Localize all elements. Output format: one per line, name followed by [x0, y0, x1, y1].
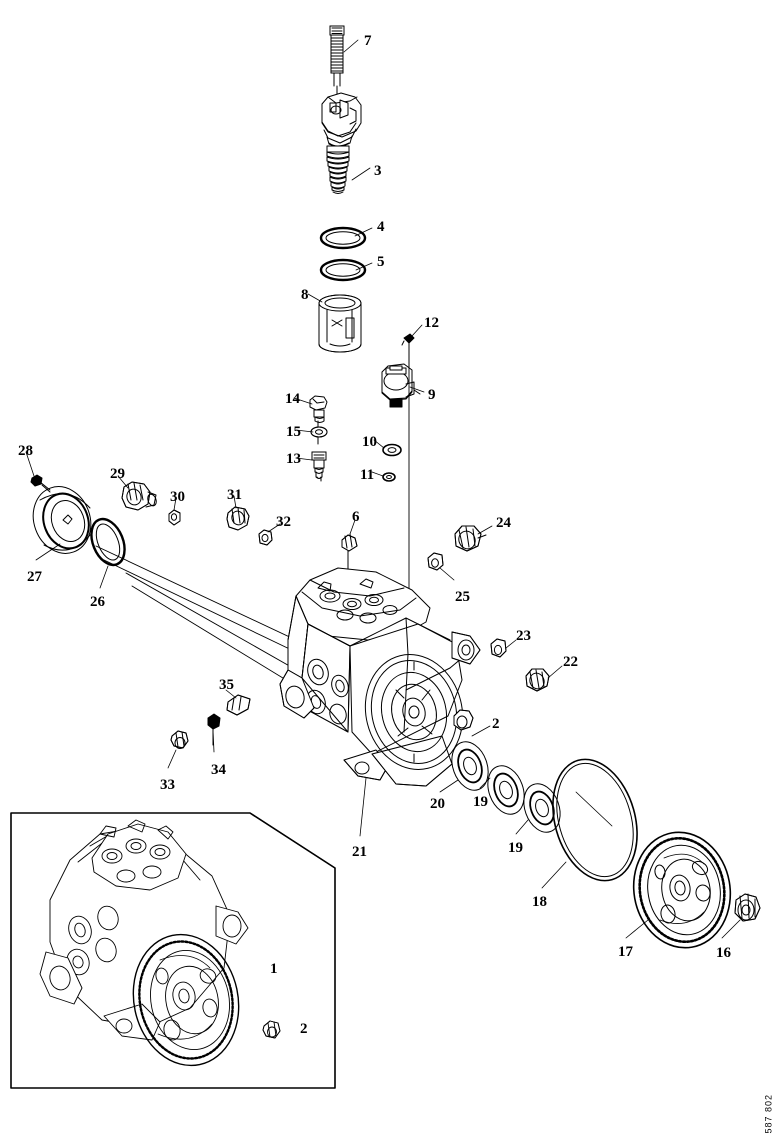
part-17-drive-gear [632, 831, 732, 949]
callout-8: 8 [301, 287, 309, 303]
part-30-washer [168, 509, 181, 526]
callout-17: 17 [618, 944, 633, 960]
part-19-shim-washer-a [487, 765, 525, 815]
callout-3: 3 [374, 163, 382, 179]
part-32-gasket-ring [258, 529, 273, 546]
callout-11: 11 [360, 467, 375, 483]
part-11-washer-seal [382, 472, 396, 482]
callout-2-inset: 2 [300, 1021, 308, 1037]
part-8-plunger-sleeve [318, 294, 362, 353]
diagram-artwork [10, 25, 761, 1089]
part-12-retaining-pin [401, 333, 415, 362]
part-2-hex-nut [453, 709, 474, 731]
part-29-coupling-nut [121, 481, 157, 511]
parts-diagram-sheet: 7 3 4 5 8 12 9 14 15 13 10 11 28 29 30 3… [10, 25, 774, 1134]
callout-30: 30 [170, 489, 185, 505]
callout-13: 13 [286, 451, 301, 467]
callout-28: 28 [18, 443, 33, 459]
part-31-union-fitting [226, 506, 250, 531]
part-15-sealing-washer [310, 426, 328, 445]
part-6-delivery-valve-holder [341, 533, 358, 574]
callout-5: 5 [377, 254, 385, 270]
part-13-overflow-valve [311, 451, 327, 482]
part-24-banjo-fitting [454, 525, 487, 552]
part-23-seal-washer [490, 638, 507, 658]
callout-23: 23 [516, 628, 531, 644]
part-26-retaining-ring [90, 517, 126, 567]
callout-35: 35 [219, 677, 234, 693]
callout-27: 27 [27, 569, 42, 585]
part-9-solenoid-housing [381, 360, 421, 408]
callout-20: 20 [430, 796, 445, 812]
inset-assembled-pump [10, 812, 336, 1089]
part-10-washer-seal [382, 443, 402, 457]
callout-10: 10 [362, 434, 377, 450]
callout-18: 18 [532, 894, 547, 910]
part-22-union-bolt [525, 668, 550, 692]
callout-2: 2 [492, 716, 500, 732]
callout-6: 6 [352, 509, 360, 525]
callout-22: 22 [563, 654, 578, 670]
callout-9: 9 [428, 387, 436, 403]
callout-1: 1 [270, 961, 278, 977]
callout-19-b: 19 [508, 840, 523, 856]
callout-29: 29 [110, 466, 125, 482]
callout-34: 34 [211, 762, 226, 778]
callout-16: 16 [716, 945, 731, 961]
part-7-shaft-bolt [329, 25, 345, 101]
part-4-o-ring [319, 226, 367, 250]
callout-24: 24 [496, 515, 511, 531]
part-5-o-ring [319, 258, 367, 282]
part-25-gasket-ring [427, 552, 444, 571]
part-33-lock-nut [170, 730, 189, 749]
part-3-governor-head [321, 92, 362, 194]
callout-12: 12 [424, 315, 439, 331]
leader-lines [25, 39, 741, 1027]
part-27-drive-flange [32, 486, 92, 554]
callout-14: 14 [285, 391, 300, 407]
callout-15: 15 [286, 424, 301, 440]
callout-4: 4 [377, 219, 385, 235]
part-20-spacer-washer [451, 741, 489, 791]
callout-26: 26 [90, 594, 105, 610]
callout-21: 21 [352, 844, 367, 860]
callout-31: 31 [227, 487, 242, 503]
main-pump-housing [279, 567, 481, 787]
part-14-hollow-screw [309, 395, 328, 430]
part-35-bracket-clip [226, 694, 251, 716]
part-18-cover-ring [552, 758, 638, 882]
assembly-rails [95, 545, 301, 687]
callout-25: 25 [455, 589, 470, 605]
callout-7: 7 [364, 33, 372, 49]
callout-19-a: 19 [473, 794, 488, 810]
callout-33: 33 [160, 777, 175, 793]
callout-32: 32 [276, 514, 291, 530]
part-34-mounting-stud [207, 713, 221, 746]
part-16-retaining-nut [734, 893, 761, 922]
